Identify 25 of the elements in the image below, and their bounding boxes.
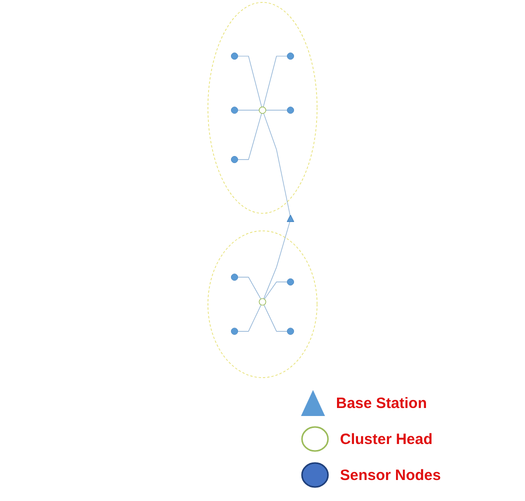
node-circle bbox=[258, 106, 266, 114]
connector bbox=[238, 276, 262, 300]
connector bbox=[263, 222, 290, 300]
cluster bbox=[208, 230, 318, 378]
node-circle bbox=[286, 106, 294, 114]
node-circle bbox=[230, 52, 238, 60]
connector bbox=[264, 304, 288, 332]
connector bbox=[264, 282, 288, 300]
connector bbox=[263, 113, 291, 217]
node-circle bbox=[230, 274, 238, 281]
node-circle bbox=[286, 328, 294, 335]
node-circle bbox=[286, 52, 294, 60]
node-circle bbox=[258, 298, 266, 306]
connector bbox=[238, 304, 262, 332]
legend-text: Base Station bbox=[336, 394, 427, 412]
node-circle bbox=[230, 156, 238, 164]
connector bbox=[238, 56, 262, 108]
legend-text: Sensor Nodes bbox=[340, 466, 441, 484]
legend-text: Cluster Head bbox=[340, 430, 433, 448]
node-circle bbox=[286, 278, 294, 286]
connector bbox=[263, 56, 288, 108]
node-circle bbox=[230, 328, 238, 335]
node-circle bbox=[230, 106, 238, 114]
connector bbox=[238, 113, 262, 160]
cluster bbox=[208, 2, 318, 214]
